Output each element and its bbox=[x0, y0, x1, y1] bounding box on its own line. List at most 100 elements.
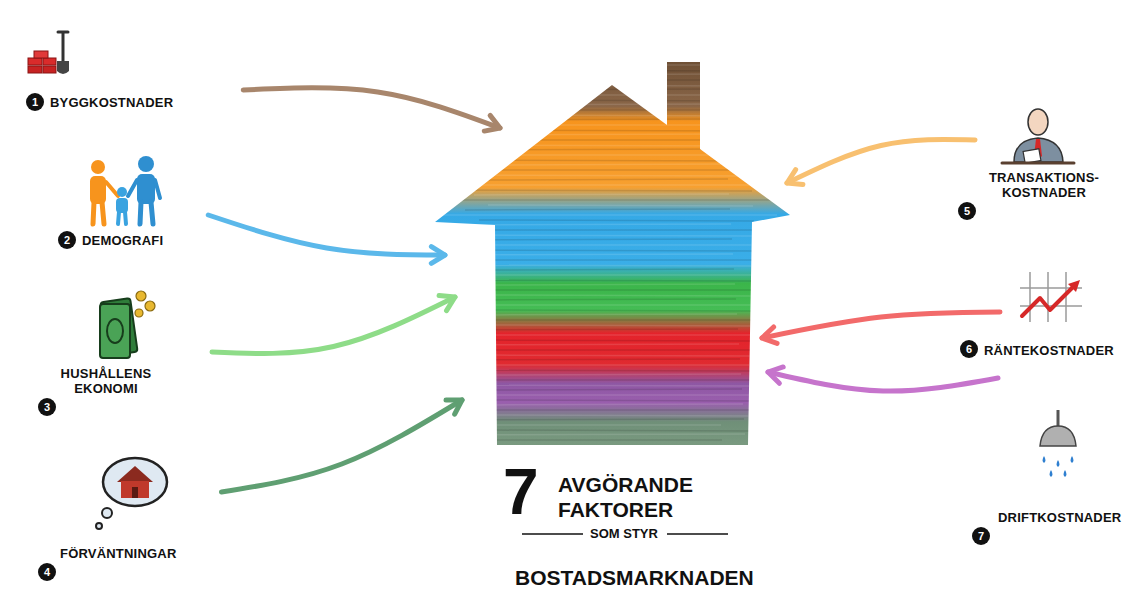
callout-number: 1 bbox=[26, 93, 44, 111]
streak bbox=[485, 310, 760, 311]
streak bbox=[439, 319, 784, 321]
official-icon bbox=[1002, 109, 1074, 163]
callout-number: 3 bbox=[38, 398, 56, 416]
bubble-dot bbox=[96, 523, 102, 529]
streak bbox=[465, 209, 730, 210]
streak bbox=[487, 139, 772, 141]
family-icon bbox=[90, 156, 160, 224]
person-leg bbox=[102, 202, 104, 224]
person-arm bbox=[155, 180, 160, 198]
callout-number: 2 bbox=[58, 231, 76, 249]
streak bbox=[463, 79, 768, 81]
streak bbox=[480, 284, 735, 285]
streak bbox=[462, 314, 737, 315]
factor-label: BYGGKOSTNADER bbox=[50, 95, 173, 110]
trend-line bbox=[1022, 288, 1072, 316]
arrowhead bbox=[446, 400, 462, 414]
streak bbox=[464, 145, 749, 146]
arrow-connector bbox=[762, 312, 1000, 343]
person-leg bbox=[140, 202, 141, 224]
streak bbox=[454, 394, 789, 396]
person-leg bbox=[151, 202, 153, 224]
arrow-connector bbox=[221, 400, 462, 492]
paper bbox=[1023, 149, 1041, 164]
connector-line bbox=[768, 372, 998, 391]
factor-label: DRIFTKOSTNADER bbox=[998, 510, 1121, 525]
streak bbox=[472, 364, 787, 366]
person-head bbox=[138, 156, 154, 172]
house-streaks bbox=[435, 59, 790, 440]
streak bbox=[436, 124, 771, 126]
brick bbox=[43, 66, 56, 73]
drop bbox=[1071, 456, 1074, 463]
shower-head bbox=[1040, 426, 1076, 446]
drop bbox=[1064, 470, 1067, 477]
streak bbox=[442, 214, 777, 216]
person-arm bbox=[106, 182, 118, 196]
streak bbox=[449, 70, 744, 71]
person-leg bbox=[93, 202, 94, 224]
streak bbox=[447, 239, 732, 240]
streak bbox=[436, 424, 721, 426]
factor-label: HUSHÅLLENS EKONOMI bbox=[58, 366, 154, 396]
child-leg bbox=[125, 212, 126, 224]
streak bbox=[452, 265, 757, 266]
bubble bbox=[103, 458, 167, 506]
streak bbox=[482, 415, 767, 416]
streak bbox=[450, 134, 725, 135]
house-wall bbox=[121, 481, 149, 498]
coin bbox=[135, 309, 143, 317]
shower-icon bbox=[1040, 410, 1076, 477]
streak bbox=[445, 109, 770, 111]
shovel-grip bbox=[58, 31, 68, 34]
streak bbox=[459, 119, 724, 120]
streak bbox=[459, 419, 744, 420]
streak bbox=[470, 235, 755, 236]
house-door bbox=[132, 487, 138, 498]
child-leg bbox=[118, 212, 119, 224]
thought-bubble-icon bbox=[96, 458, 167, 529]
streak bbox=[479, 220, 754, 221]
person-body bbox=[137, 174, 155, 204]
person-head bbox=[91, 160, 105, 174]
streak bbox=[449, 370, 764, 371]
streak bbox=[490, 334, 785, 336]
bubble-dot bbox=[102, 508, 112, 518]
arrowhead bbox=[484, 115, 500, 131]
streak bbox=[483, 179, 728, 180]
streak bbox=[472, 64, 767, 66]
title-rule bbox=[522, 533, 583, 535]
streak bbox=[456, 224, 731, 225]
streak bbox=[441, 149, 726, 150]
factor-node: 6RÄNTEKOSTNADER bbox=[960, 340, 1114, 358]
streak bbox=[461, 250, 756, 251]
streak bbox=[440, 85, 745, 86]
streak bbox=[493, 229, 778, 231]
brick bbox=[34, 51, 48, 58]
streak bbox=[487, 439, 722, 441]
drop bbox=[1057, 460, 1060, 467]
streak bbox=[444, 344, 739, 345]
streak bbox=[473, 130, 748, 131]
streak bbox=[492, 164, 727, 165]
streak bbox=[458, 355, 763, 356]
callout-number: 4 bbox=[38, 563, 56, 581]
title-rule bbox=[667, 533, 728, 535]
grid-line bbox=[1029, 272, 1031, 322]
connector-line bbox=[221, 400, 462, 492]
streak bbox=[491, 400, 766, 401]
factor-node: DRIFTKOSTNADER7 bbox=[972, 510, 1121, 545]
streak bbox=[440, 385, 765, 386]
connector-line bbox=[243, 88, 500, 128]
banknote bbox=[100, 304, 130, 358]
streak bbox=[474, 194, 729, 195]
streak bbox=[482, 115, 747, 116]
grid-line bbox=[1047, 272, 1049, 322]
streak bbox=[471, 299, 736, 300]
person-body bbox=[90, 176, 106, 204]
arrowhead bbox=[762, 327, 777, 343]
streak bbox=[477, 89, 722, 90]
factor-node: 1 BYGGKOSTNADER bbox=[26, 93, 173, 111]
factor-node: 2DEMOGRAFI bbox=[58, 231, 163, 249]
title-text: AVGÖRANDE FAKTORER bbox=[558, 472, 738, 522]
